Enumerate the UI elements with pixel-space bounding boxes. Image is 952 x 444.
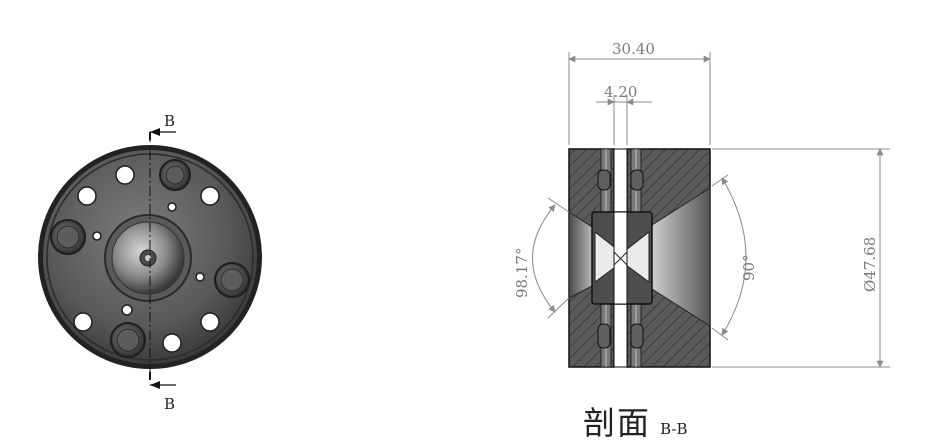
bolt-hole-right [214,262,250,298]
dim-left-angle: 98.17° [513,197,570,319]
caption-sub: B-B [660,420,688,438]
dim-diameter: Ø47.68 [712,148,890,368]
dim-right-angle: 90° [711,174,758,341]
cut-label-top: B [164,112,175,130]
section-caption: 剖面 B-B [583,398,688,444]
bolt-hole-top [159,159,191,191]
section-view: 30.40 4.20 Ø47.68 98.17° [513,40,890,368]
through-holes [73,165,220,353]
dim-gap-width: 4.20 [596,83,652,145]
front-view: B B [38,112,262,413]
svg-text:30.40: 30.40 [612,40,655,58]
svg-text:90°: 90° [740,254,758,281]
bolt-hole-bottom [110,322,146,358]
svg-text:Ø47.68: Ø47.68 [861,237,879,292]
bolt-hole-left [50,219,86,255]
cut-label-bottom: B [164,395,175,413]
caption-main: 剖面 [583,404,652,442]
svg-text:4.20: 4.20 [604,83,637,101]
svg-text:98.17°: 98.17° [513,248,531,298]
dim-overall-width: 30.40 [568,40,711,145]
